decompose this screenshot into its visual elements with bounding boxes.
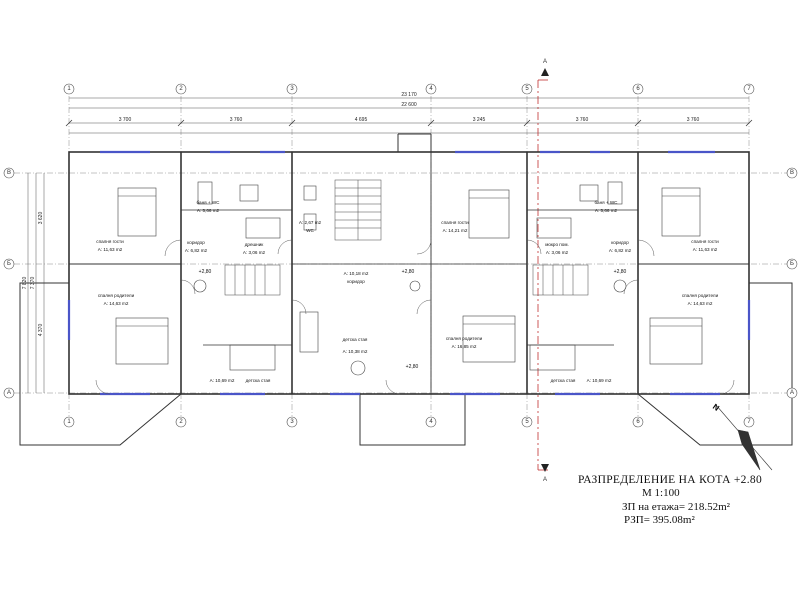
level-mark: +2,80 bbox=[199, 269, 212, 275]
room-area: A: 3,06 m2 bbox=[243, 250, 266, 255]
axis-a-left: A bbox=[7, 390, 11, 396]
dim-span-6: 3 760 bbox=[687, 117, 700, 123]
section-arrow-bottom bbox=[541, 464, 549, 472]
windows bbox=[67, 150, 751, 396]
room-name: баня + WC bbox=[595, 200, 619, 205]
room-area: A: 10,38 m2 bbox=[343, 349, 368, 354]
walls bbox=[68, 133, 750, 395]
dim-left-total: 7 820 bbox=[22, 277, 28, 290]
terraces bbox=[19, 282, 793, 446]
room-name: спалня родители bbox=[682, 293, 719, 298]
room-name: WC bbox=[306, 228, 314, 233]
room-name: коридор bbox=[347, 279, 365, 284]
dim-span-5: 3 760 bbox=[576, 117, 589, 123]
room-name: спалня родители bbox=[446, 336, 483, 341]
section-arrow-top bbox=[541, 68, 549, 76]
room-name: спалня родители bbox=[98, 293, 135, 298]
total-area: РЗП= 395.08m² bbox=[624, 514, 695, 526]
room-area: A: 6,82 m2 bbox=[609, 248, 632, 253]
level-mark: +2,80 bbox=[406, 364, 419, 370]
level-markers: +2,80 +2,80 +2,80 +2,80 bbox=[199, 269, 627, 370]
axis-b-right: B bbox=[790, 170, 794, 176]
room-name: дрешник bbox=[245, 242, 265, 247]
room-labels: спалня гости A: 11,63 m2 баня + WC A: 5,… bbox=[96, 200, 719, 383]
axis-6-top: 6 bbox=[636, 86, 640, 92]
room-area: A: 11,63 m2 bbox=[693, 247, 718, 252]
room-name: мокро пом. bbox=[545, 242, 569, 247]
doors bbox=[95, 239, 735, 395]
axis-6-bottom: 6 bbox=[636, 419, 640, 425]
section-label-top: A bbox=[543, 59, 547, 65]
axis-3-top: 3 bbox=[290, 86, 294, 92]
axis-2-bottom: 2 bbox=[179, 419, 183, 425]
room-name: спалня гости bbox=[96, 239, 124, 244]
room-area: A: 10,69 m2 bbox=[210, 378, 235, 383]
level-mark: +2,80 bbox=[614, 269, 627, 275]
dim-left-lower: 4 370 bbox=[38, 324, 44, 337]
room-name: детска стая bbox=[246, 378, 271, 383]
room-area: A: 10,18 m2 bbox=[344, 271, 369, 276]
axis-bb-right: Б bbox=[790, 261, 794, 267]
room-name: баня + WC bbox=[197, 200, 221, 205]
dim-span-3: 4 695 bbox=[355, 117, 368, 123]
drawing-scale: М 1:100 bbox=[642, 487, 680, 499]
axis-bb-left: Б bbox=[7, 261, 11, 267]
axis-5-bottom: 5 bbox=[525, 419, 529, 425]
north-arrow bbox=[715, 404, 773, 471]
axis-7-bottom: 7 bbox=[747, 419, 751, 425]
room-name: детска стая bbox=[343, 337, 368, 342]
room-area: A: 11,63 m2 bbox=[98, 247, 123, 252]
room-area: A: 3,06 m2 bbox=[546, 250, 569, 255]
room-area: A: 14,63 m2 bbox=[104, 301, 129, 306]
axis-5-top: 5 bbox=[525, 86, 529, 92]
room-name: спалня гости bbox=[691, 239, 719, 244]
section-line bbox=[537, 79, 548, 471]
drawing-title: РАЗПРЕДЕЛЕНИЕ НА КОТА +2.80 bbox=[578, 474, 762, 486]
room-name: коридор bbox=[611, 240, 629, 245]
title-block: РАЗПРЕДЕЛЕНИЕ НА КОТА +2.80 М 1:100 ЗП н… bbox=[578, 474, 778, 526]
room-area: A: 14,63 m2 bbox=[688, 301, 713, 306]
room-area: A: 14,21 m2 bbox=[443, 228, 468, 233]
room-area: A: 5,66 m2 bbox=[595, 208, 618, 213]
floor-area: ЗП на етажа= 218.52m² bbox=[622, 501, 730, 513]
axis-a-right: A bbox=[790, 390, 794, 396]
dim-overall-inner: 22 600 bbox=[401, 102, 417, 108]
dim-span-1: 3 700 bbox=[119, 117, 132, 123]
axis-7-top: 7 bbox=[747, 86, 751, 92]
axis-3-bottom: 3 bbox=[290, 419, 294, 425]
dim-left-upper: 3 620 bbox=[38, 212, 44, 225]
room-area: A: 5,66 m2 bbox=[197, 208, 220, 213]
room-name: детска стая bbox=[551, 378, 576, 383]
room-area: A: 16,85 m2 bbox=[452, 344, 477, 349]
room-area: A: 2,67 m2 bbox=[299, 220, 322, 225]
axis-b-left: B bbox=[7, 170, 11, 176]
section-label-bottom: A bbox=[543, 477, 547, 483]
dim-span-4: 3 245 bbox=[473, 117, 486, 123]
axis-4-top: 4 bbox=[429, 86, 433, 92]
dim-overall-outer: 23 170 bbox=[401, 92, 417, 98]
room-name: спалня гости bbox=[441, 220, 469, 225]
stairs bbox=[224, 179, 589, 296]
dim-left-total-2: 7 370 bbox=[30, 277, 36, 290]
axis-1-bottom: 1 bbox=[67, 419, 71, 425]
axis-1-top: 1 bbox=[67, 86, 71, 92]
room-area: A: 10,69 m2 bbox=[587, 378, 612, 383]
room-area: A: 6,82 m2 bbox=[185, 248, 208, 253]
level-mark: +2,80 bbox=[402, 269, 415, 275]
axis-4-bottom: 4 bbox=[429, 419, 433, 425]
furniture bbox=[115, 181, 703, 376]
dim-span-2: 3 760 bbox=[230, 117, 243, 123]
axis-2-top: 2 bbox=[179, 86, 183, 92]
room-name: коридор bbox=[187, 240, 205, 245]
